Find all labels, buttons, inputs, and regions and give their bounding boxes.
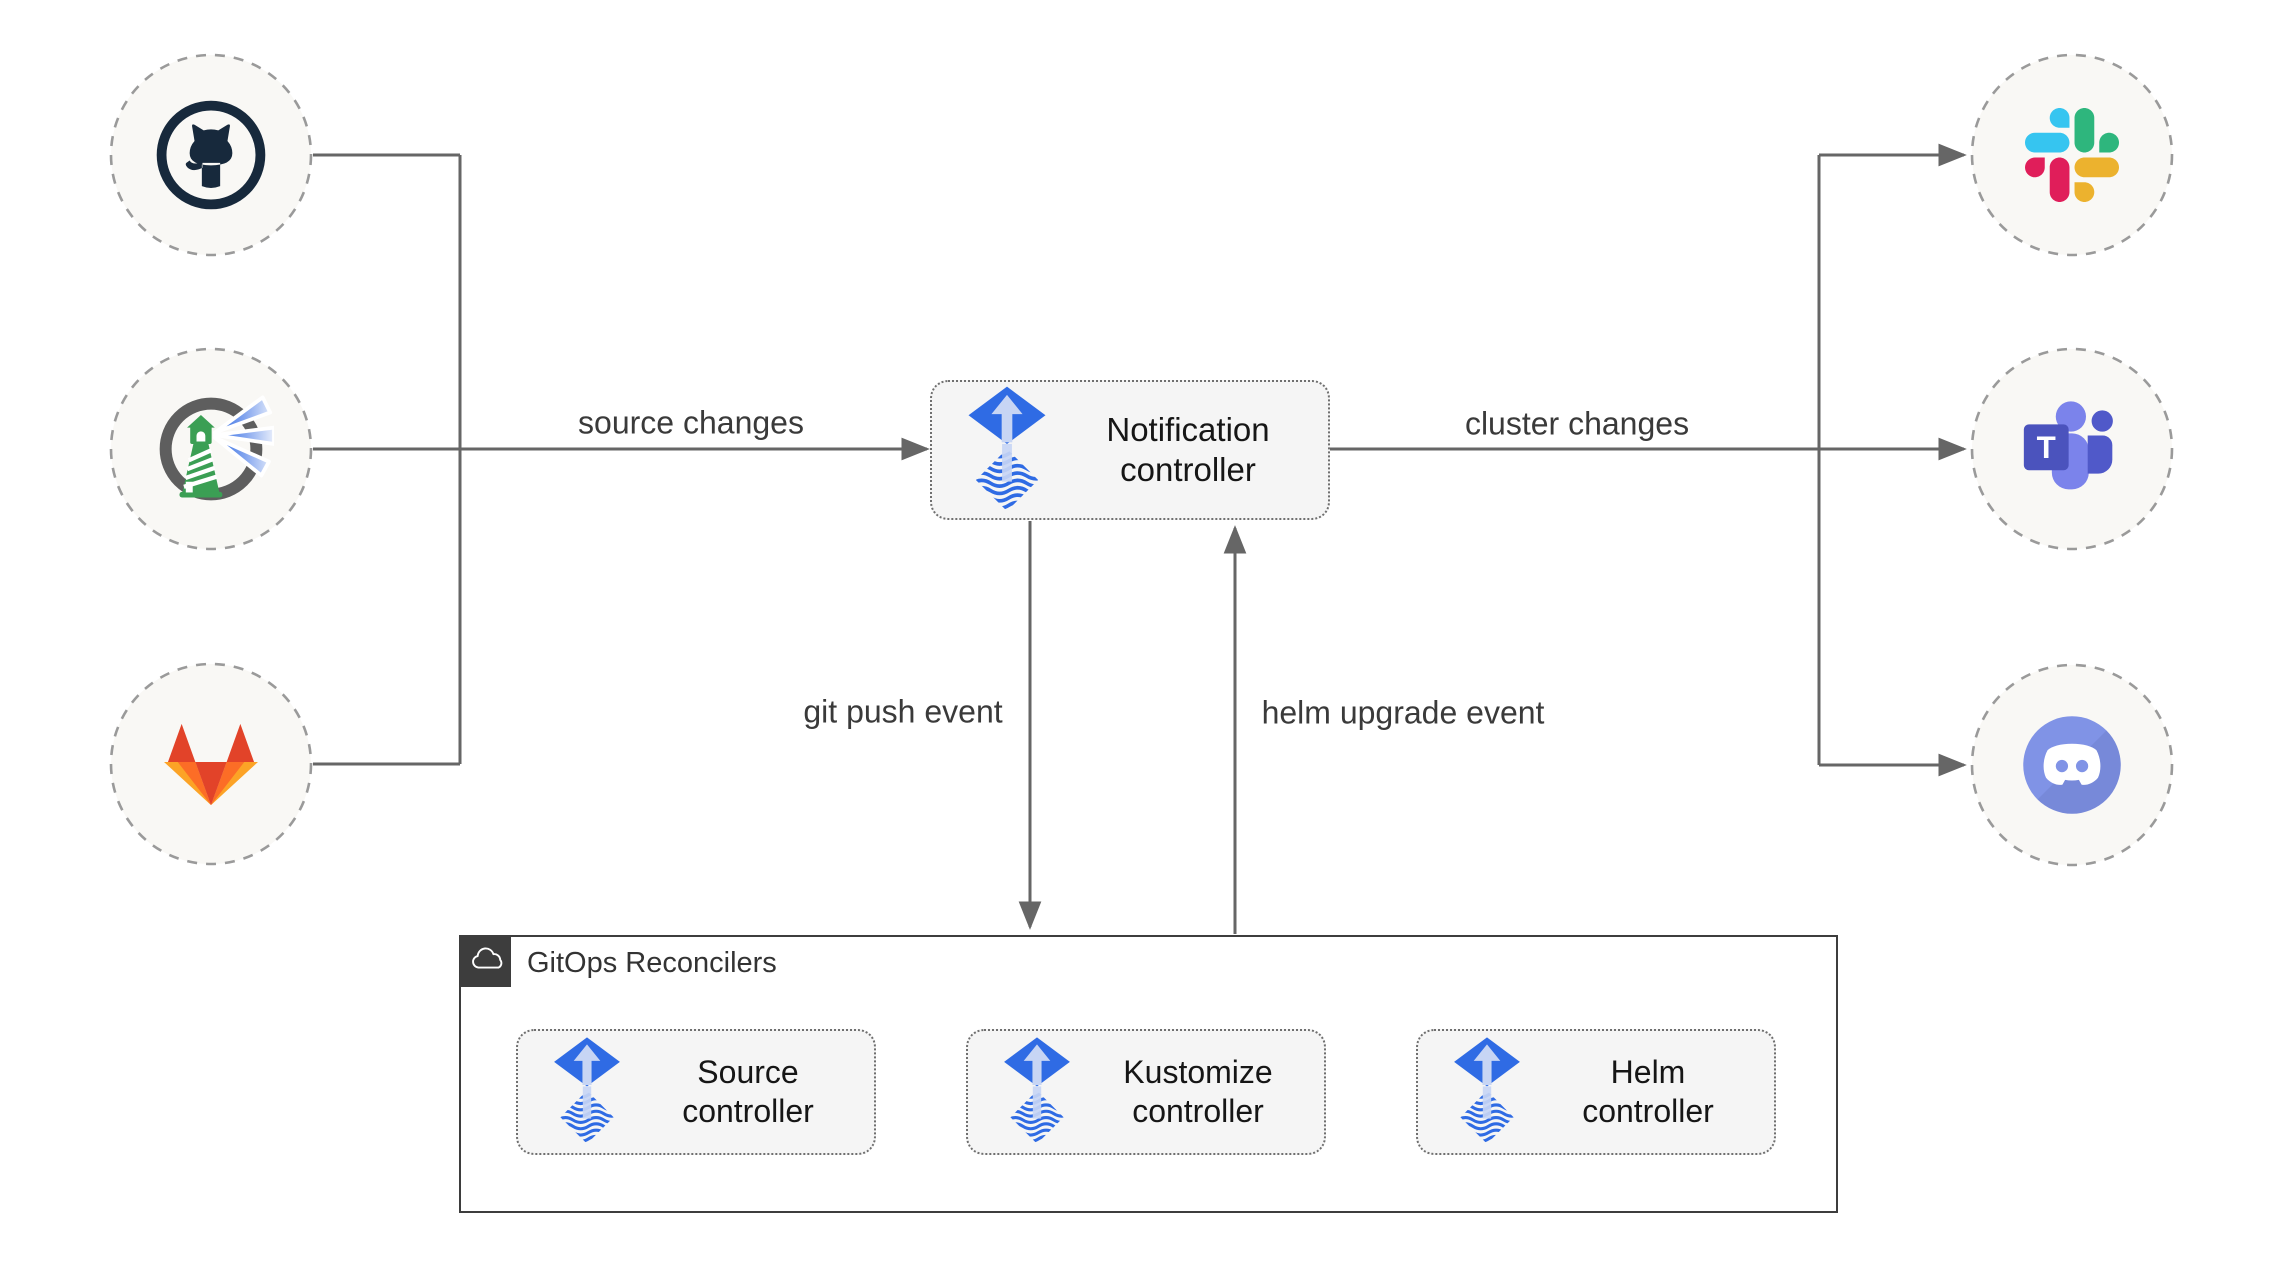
slack-node xyxy=(1972,55,2172,255)
helm-upgrade-event-label: helm upgrade event xyxy=(1255,694,1551,732)
helm-controller-label: Helm controller xyxy=(1582,1053,1714,1129)
git-push-event-label: git push event xyxy=(797,693,1009,731)
slack-icon xyxy=(2025,108,2119,202)
notification-controller-label: Notification controller xyxy=(1106,410,1270,488)
gitlab-node xyxy=(111,664,311,864)
source-changes-label: source changes xyxy=(572,404,810,442)
teams-node xyxy=(1972,349,2172,549)
source-controller-box: Source controller xyxy=(516,1029,876,1155)
flux-icon xyxy=(552,1036,622,1148)
github-icon xyxy=(150,94,272,216)
notification-controller-box: Notification controller xyxy=(930,380,1330,520)
gitops-reconcilers-group: GitOps Reconcilers Source controller Kus… xyxy=(458,934,1838,1213)
flux-icon xyxy=(1452,1036,1522,1148)
discord-node xyxy=(1972,665,2172,865)
harbor-icon xyxy=(148,386,274,512)
gitops-group-title: GitOps Reconcilers xyxy=(527,946,777,979)
flux-icon xyxy=(966,385,1048,516)
cluster-changes-label: cluster changes xyxy=(1458,405,1696,443)
microsoft-teams-icon xyxy=(2016,393,2128,505)
flux-icon xyxy=(1002,1036,1072,1148)
slack-node-circle xyxy=(1970,53,2174,257)
gitops-corner-badge xyxy=(458,934,511,987)
harbor-node xyxy=(111,349,311,549)
helm-controller-box: Helm controller xyxy=(1416,1029,1776,1155)
kustomize-controller-box: Kustomize controller xyxy=(966,1029,1326,1155)
source-controller-label: Source controller xyxy=(682,1053,814,1129)
kustomize-controller-label: Kustomize controller xyxy=(1123,1053,1273,1129)
github-node xyxy=(111,55,311,255)
discord-icon xyxy=(2019,712,2125,818)
cloud-icon xyxy=(466,942,504,980)
gitlab-icon xyxy=(162,719,260,809)
